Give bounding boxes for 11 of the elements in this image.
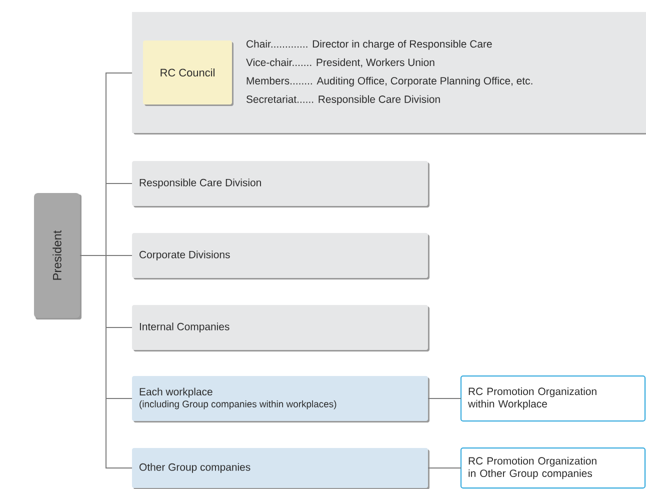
promotion-box: RC Promotion Organization within Workplace [460, 376, 646, 422]
connector-line [80, 255, 132, 468]
unit-box: Responsible Care Division [132, 161, 430, 208]
council-box: RC Council [143, 40, 234, 106]
unit-box: Corporate Divisions [132, 233, 430, 280]
president-box: President [34, 193, 82, 320]
promotion-box: RC Promotion Organization in Other Group companies [460, 448, 646, 488]
connector-line [428, 398, 462, 399]
workplace-box: Each workplace (including Group companies within workplaces) [132, 376, 430, 422]
unit-box: Internal Companies [132, 305, 430, 352]
workplace-box: Other Group companies [132, 448, 430, 489]
